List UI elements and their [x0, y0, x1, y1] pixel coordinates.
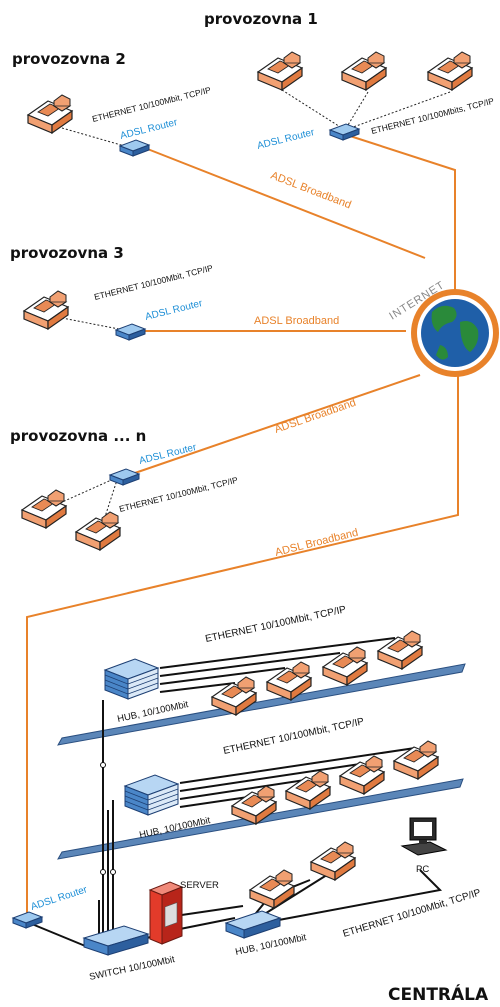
branch-2-ethernet-label: ETHERNET 10/100Mbit, TCP/IP — [91, 85, 212, 124]
central-router-label: ADSL Router — [30, 884, 90, 913]
branch-1-router-label: ADSL Router — [256, 127, 316, 152]
branch-3-router-label: ADSL Router — [144, 298, 204, 323]
ground-register-1 — [249, 869, 295, 909]
branch-3-title: provozovna 3 — [10, 244, 124, 262]
branch-3-adsl-label: ADSL Broadband — [254, 315, 339, 327]
branch-1-ethernet-label: ETHERNET 10/100Mbits, TCP/IP — [370, 96, 495, 136]
branch-n-router-label: ADSL Router — [138, 442, 198, 467]
branch-1-register-3 — [427, 51, 473, 91]
branch-n-title: provozovna ... n — [10, 427, 146, 445]
branch-1-title: provozovna 1 — [204, 10, 318, 28]
branch-2-adsl-label: ADSL Broadband — [269, 170, 353, 212]
branch-3-ethernet-line — [61, 317, 125, 331]
branch-2-title: provozovna 2 — [12, 50, 126, 68]
ground-register-2 — [310, 841, 356, 881]
branch-3-router-icon — [115, 323, 146, 341]
branch-2-register-1 — [27, 94, 73, 134]
branch-1-ethernet-lines — [281, 89, 451, 131]
pc-icon — [400, 817, 448, 856]
adsl-links — [26, 135, 459, 920]
floor-2-riser-point — [100, 869, 106, 875]
branch-1-register-1 — [257, 51, 303, 91]
adsl-link-b2 — [144, 147, 426, 259]
branch-n-register-2 — [75, 511, 121, 551]
switch-icon — [82, 925, 150, 956]
floor-2-register-3 — [285, 770, 331, 810]
server-label: SERVER — [180, 880, 219, 891]
floor-2-register-1 — [393, 740, 439, 780]
floor-1-register-1 — [377, 630, 423, 670]
internet-globe-icon — [411, 289, 499, 377]
branch-n-register-1 — [21, 489, 67, 529]
floor-1-register-2 — [322, 646, 368, 686]
switch-label: SWITCH 10/100Mbit — [88, 954, 176, 983]
floor-1-hub-icon — [104, 658, 159, 700]
adsl-link-central — [26, 372, 459, 920]
branch-2-router-label: ADSL Router — [119, 117, 179, 142]
branch-3-register-1 — [23, 290, 69, 330]
branch-2-ethernet-line — [61, 127, 129, 148]
floor-2-ethernet-cables — [179, 747, 416, 808]
branch-n-router-icon — [109, 468, 140, 486]
floor-2-ethernet-label: ETHERNET 10/100Mbit, TCP/IP — [222, 716, 365, 757]
pc-label: PC — [416, 864, 429, 875]
adsl-link-b1 — [349, 135, 456, 292]
ground-hub-icon — [224, 910, 282, 939]
floor-2-hub-icon — [124, 774, 179, 816]
floor-1-riser-point — [100, 762, 106, 768]
floor-2-riser-point-b — [110, 869, 116, 875]
server-icon — [148, 881, 184, 945]
central-adsl-label: ADSL Broadband — [274, 527, 360, 559]
branch-1-register-2 — [341, 51, 387, 91]
floor-1-ethernet-label: ETHERNET 10/100Mbit, TCP/IP — [204, 604, 347, 645]
branch-2-router-icon — [119, 139, 150, 157]
branch-n-adsl-label: ADSL Broadband — [273, 397, 357, 436]
floor-2-register-2 — [339, 755, 385, 795]
floor-1-ethernet-cables — [159, 637, 396, 693]
branch-3-ethernet-label: ETHERNET 10/100Mbit, TCP/IP — [93, 263, 214, 302]
central-title: CENTRÁLA — [388, 983, 489, 1005]
adsl-link-bn — [131, 374, 421, 475]
